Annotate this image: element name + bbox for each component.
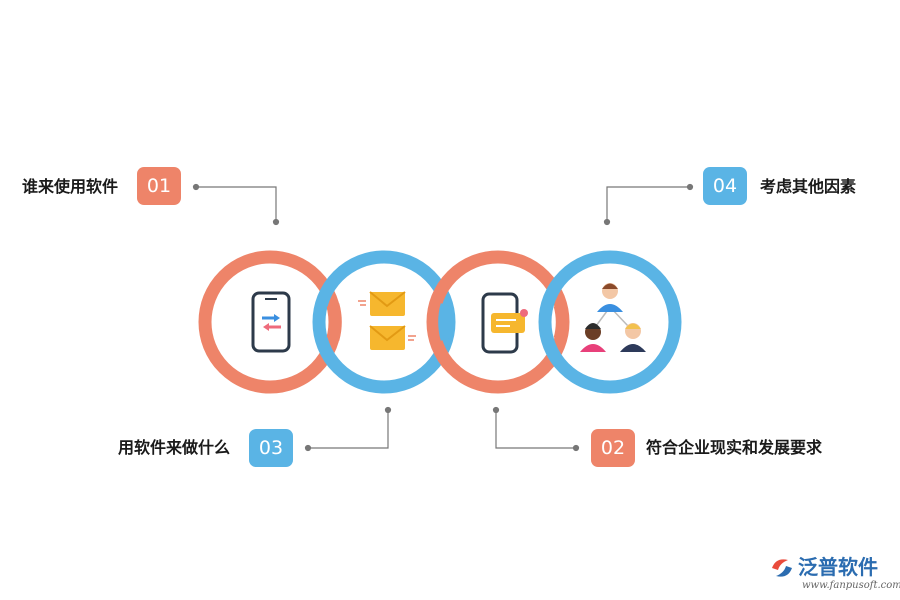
envelopes-icon [358, 291, 416, 350]
phone-transfer-icon [251, 291, 291, 353]
connector-02 [492, 406, 580, 452]
logo-name: 泛普软件 [798, 555, 878, 579]
logo-url: www.fanpusoft.com [802, 580, 900, 591]
label-03: 用软件来做什么 [118, 438, 231, 457]
label-04: 考虑其他因素 [760, 177, 857, 196]
badge-03: 03 [249, 429, 293, 467]
brand-logo: 泛普软件 www.fanpusoft.com [768, 552, 900, 596]
badge-04: 04 [703, 167, 747, 205]
badge-01: 01 [137, 167, 181, 205]
label-01: 谁来使用软件 [22, 177, 119, 196]
logo-mark-icon [772, 559, 792, 577]
phone-message-icon [481, 292, 528, 354]
ring-4 [538, 250, 682, 394]
rings [198, 250, 682, 394]
connector-04 [603, 183, 694, 226]
people-network-icon [580, 283, 646, 352]
badge-02: 02 [591, 429, 635, 467]
connector-03 [304, 406, 392, 452]
label-02: 符合企业现实和发展要求 [646, 438, 823, 457]
connectors [192, 183, 694, 452]
connector-01 [192, 183, 280, 226]
